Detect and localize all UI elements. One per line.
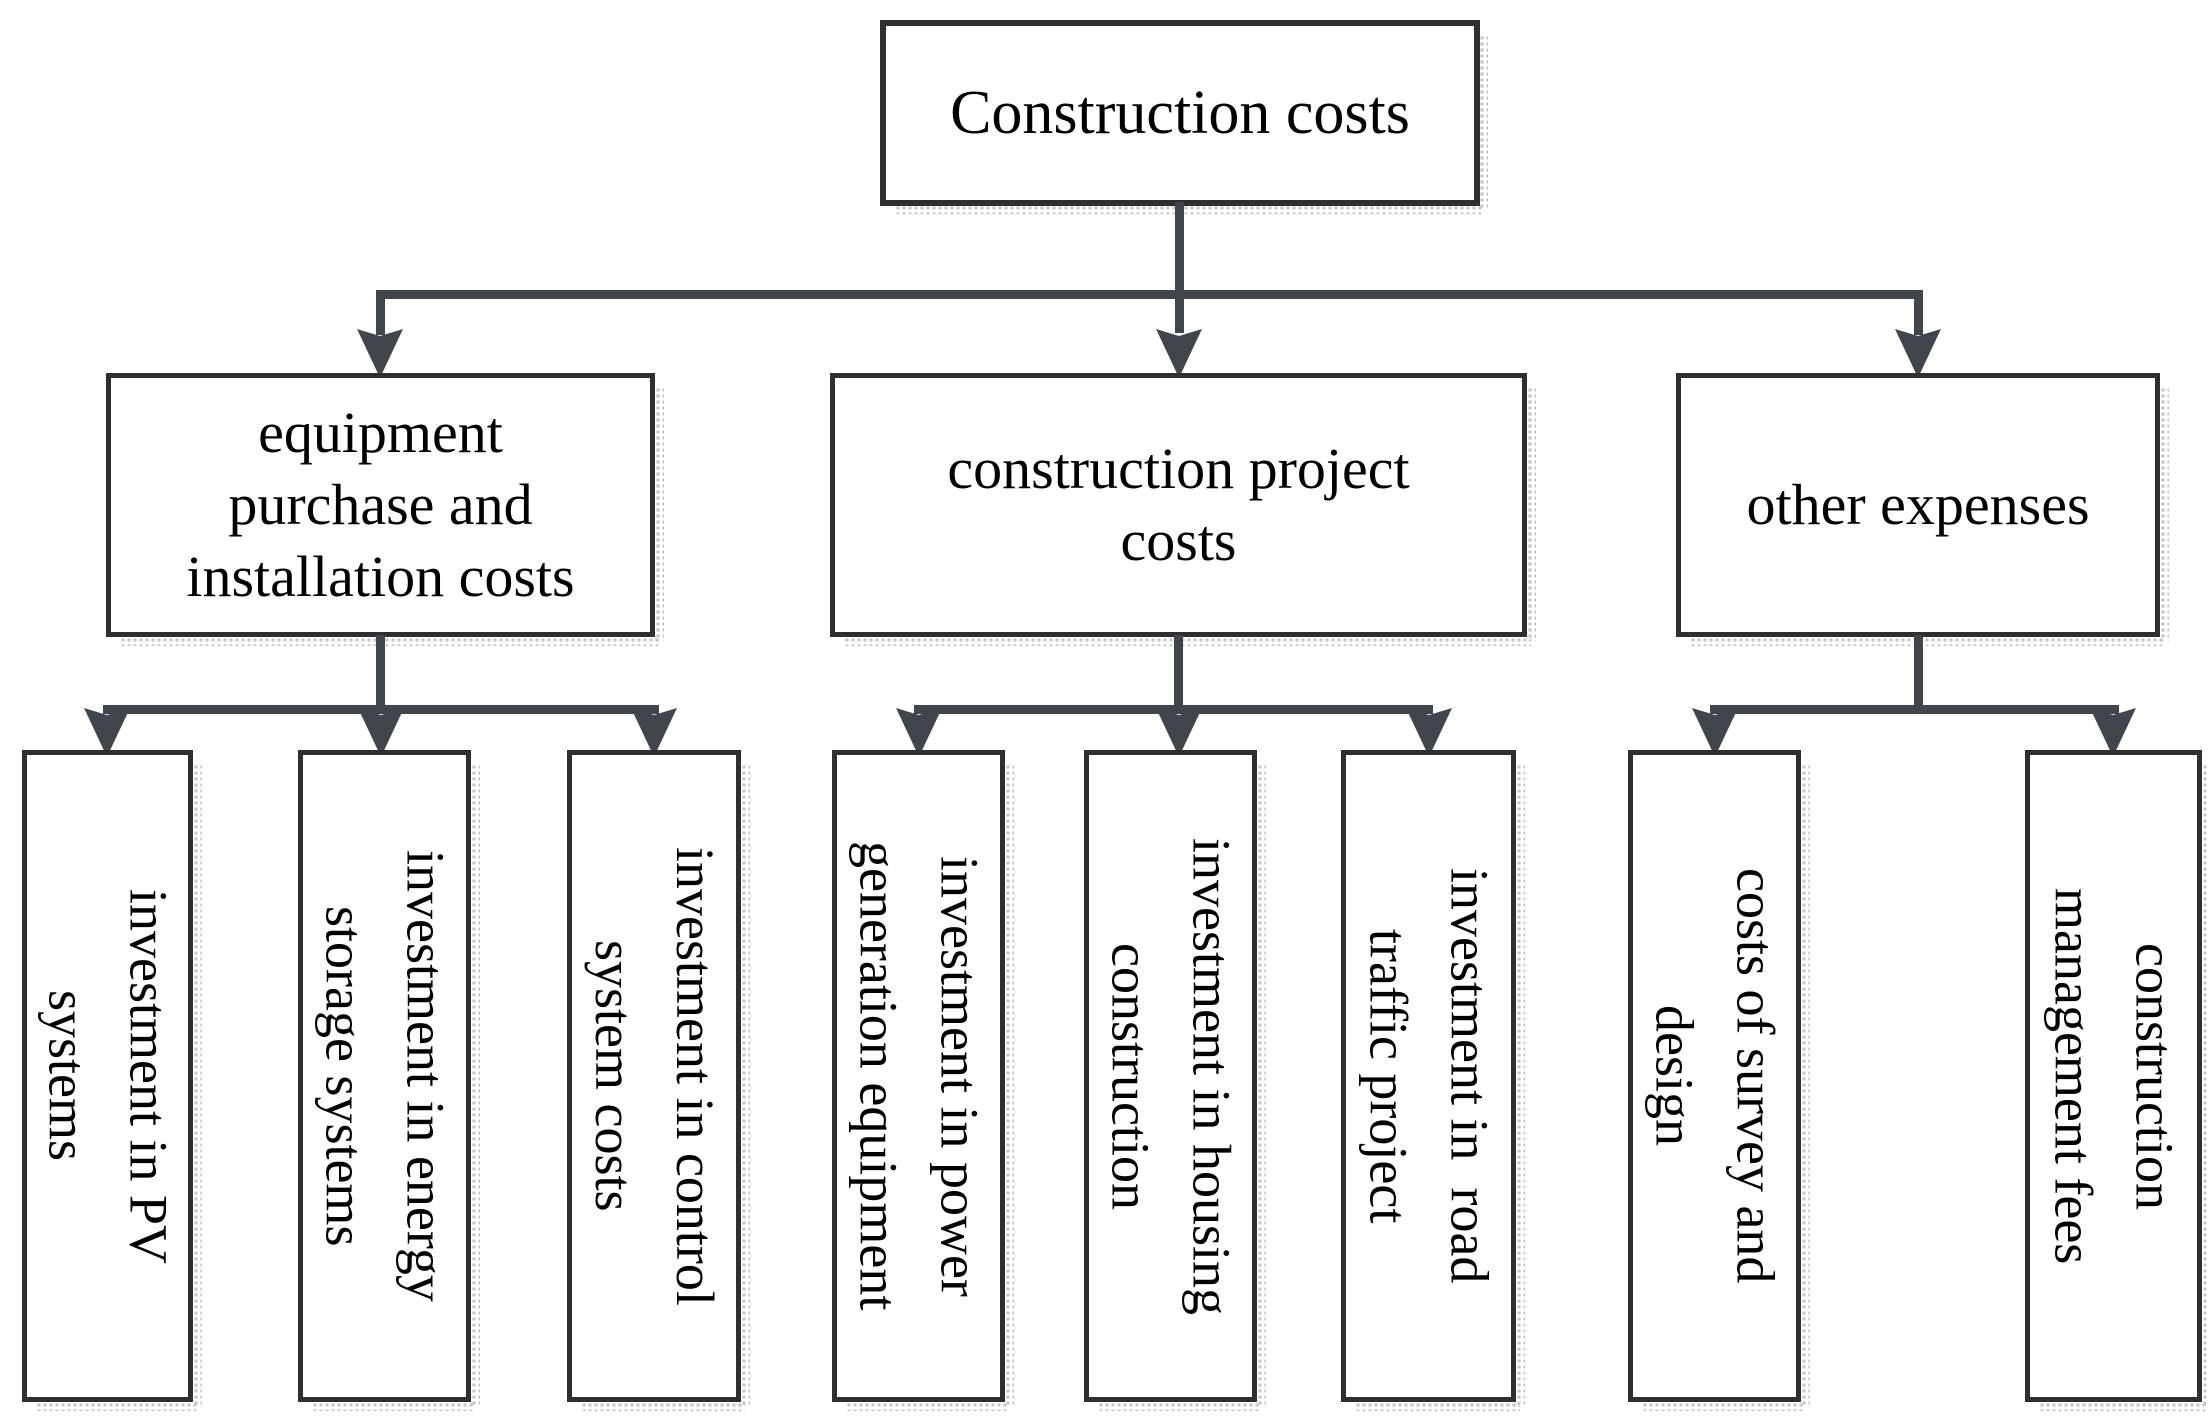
connector-groupB-stem: [1174, 635, 1183, 713]
connector-corner-right: [1914, 290, 1923, 335]
connector-groupC-rail: [1710, 705, 2119, 714]
arrow-down-icon: [631, 708, 677, 752]
label-line: construction: [2124, 942, 2185, 1210]
node-label: investment in road traffic project: [1348, 868, 1510, 1283]
label-line: systems: [37, 990, 98, 1162]
label-line: investment in PV: [118, 888, 179, 1264]
node-other-expenses: other expenses: [1676, 373, 2169, 646]
node-investment-energy-storage: investment in energy storage systems: [298, 750, 480, 1411]
connector-root-stem: [1175, 202, 1184, 333]
node-label: equipment purchase and installation cost…: [186, 397, 574, 613]
arrow-down-icon: [1692, 708, 1738, 752]
connector-groupC-stem: [1914, 635, 1923, 713]
connector-corner-left: [376, 290, 385, 335]
label-line: investment in energy: [395, 850, 456, 1302]
label-line: equipment: [258, 400, 503, 466]
label-line: investment in housing: [1181, 837, 1242, 1315]
node-investment-housing-construction: investment in housing construction: [1084, 750, 1266, 1411]
arrow-down-icon: [2090, 708, 2136, 752]
label-line: generation equipment: [848, 841, 909, 1311]
arrow-down-icon: [896, 708, 942, 752]
arrow-down-icon: [357, 329, 403, 373]
connector-groupA-rail: [103, 705, 659, 714]
node-label: investment in housing construction: [1090, 838, 1252, 1315]
connector-groupA-stem: [376, 635, 385, 713]
label-line: costs of survey and: [1725, 868, 1786, 1284]
node-label: investment in control system costs: [573, 847, 735, 1306]
arrow-down-icon: [1156, 708, 1202, 752]
arrow-down-icon: [358, 708, 404, 752]
node-investment-power-generation: investment in power generation equipment: [832, 750, 1014, 1411]
node-costs-survey-design: costs of survey and design: [1628, 750, 1810, 1411]
node-label: investment in power generation equipment: [838, 841, 1000, 1310]
label-line: Construction costs: [950, 78, 1410, 147]
label-line: other expenses: [1746, 472, 2090, 538]
node-label: construction project costs: [947, 433, 1409, 577]
arrow-down-icon: [1406, 708, 1452, 752]
node-label: construction management fees: [2033, 888, 2195, 1264]
node-label: costs of survey and design: [1634, 868, 1796, 1283]
label-line: installation costs: [186, 543, 575, 609]
label-line: investment in power: [929, 855, 990, 1297]
arrow-down-icon: [84, 708, 130, 752]
label-line: design: [1644, 1005, 1705, 1147]
connector-level1-rail: [376, 290, 1923, 299]
node-investment-control-system: investment in control system costs: [567, 750, 750, 1411]
label-line: investment in control: [665, 846, 725, 1306]
label-line: traffic project: [1358, 928, 1419, 1224]
node-construction-costs: Construction costs: [880, 20, 1488, 214]
node-label: Construction costs: [950, 78, 1410, 149]
arrow-down-icon: [1156, 329, 1202, 373]
node-label: other expenses: [1746, 469, 2089, 541]
node-investment-road-traffic: investment in road traffic project: [1341, 750, 1525, 1411]
node-equipment-purchase-installation: equipment purchase and installation cost…: [106, 373, 664, 646]
label-line: costs: [1120, 508, 1237, 573]
label-line: system costs: [584, 940, 644, 1212]
label-line: management fees: [2043, 887, 2104, 1265]
label-line: storage systems: [314, 905, 375, 1247]
label-line: construction project: [947, 436, 1410, 502]
label-line: purchase and: [228, 472, 533, 538]
connector-groupB-rail: [914, 705, 1433, 714]
node-label: investment in energy storage systems: [304, 850, 466, 1302]
label-line: construction: [1100, 942, 1161, 1210]
node-construction-management-fees: construction management fees: [2025, 750, 2208, 1411]
label-line: investment in road: [1439, 868, 1500, 1284]
arrow-down-icon: [1895, 329, 1941, 373]
node-label: investment in PV systems: [27, 889, 189, 1264]
node-investment-pv-systems: investment in PV systems: [22, 750, 202, 1411]
node-construction-project-costs: construction project costs: [830, 373, 1536, 646]
